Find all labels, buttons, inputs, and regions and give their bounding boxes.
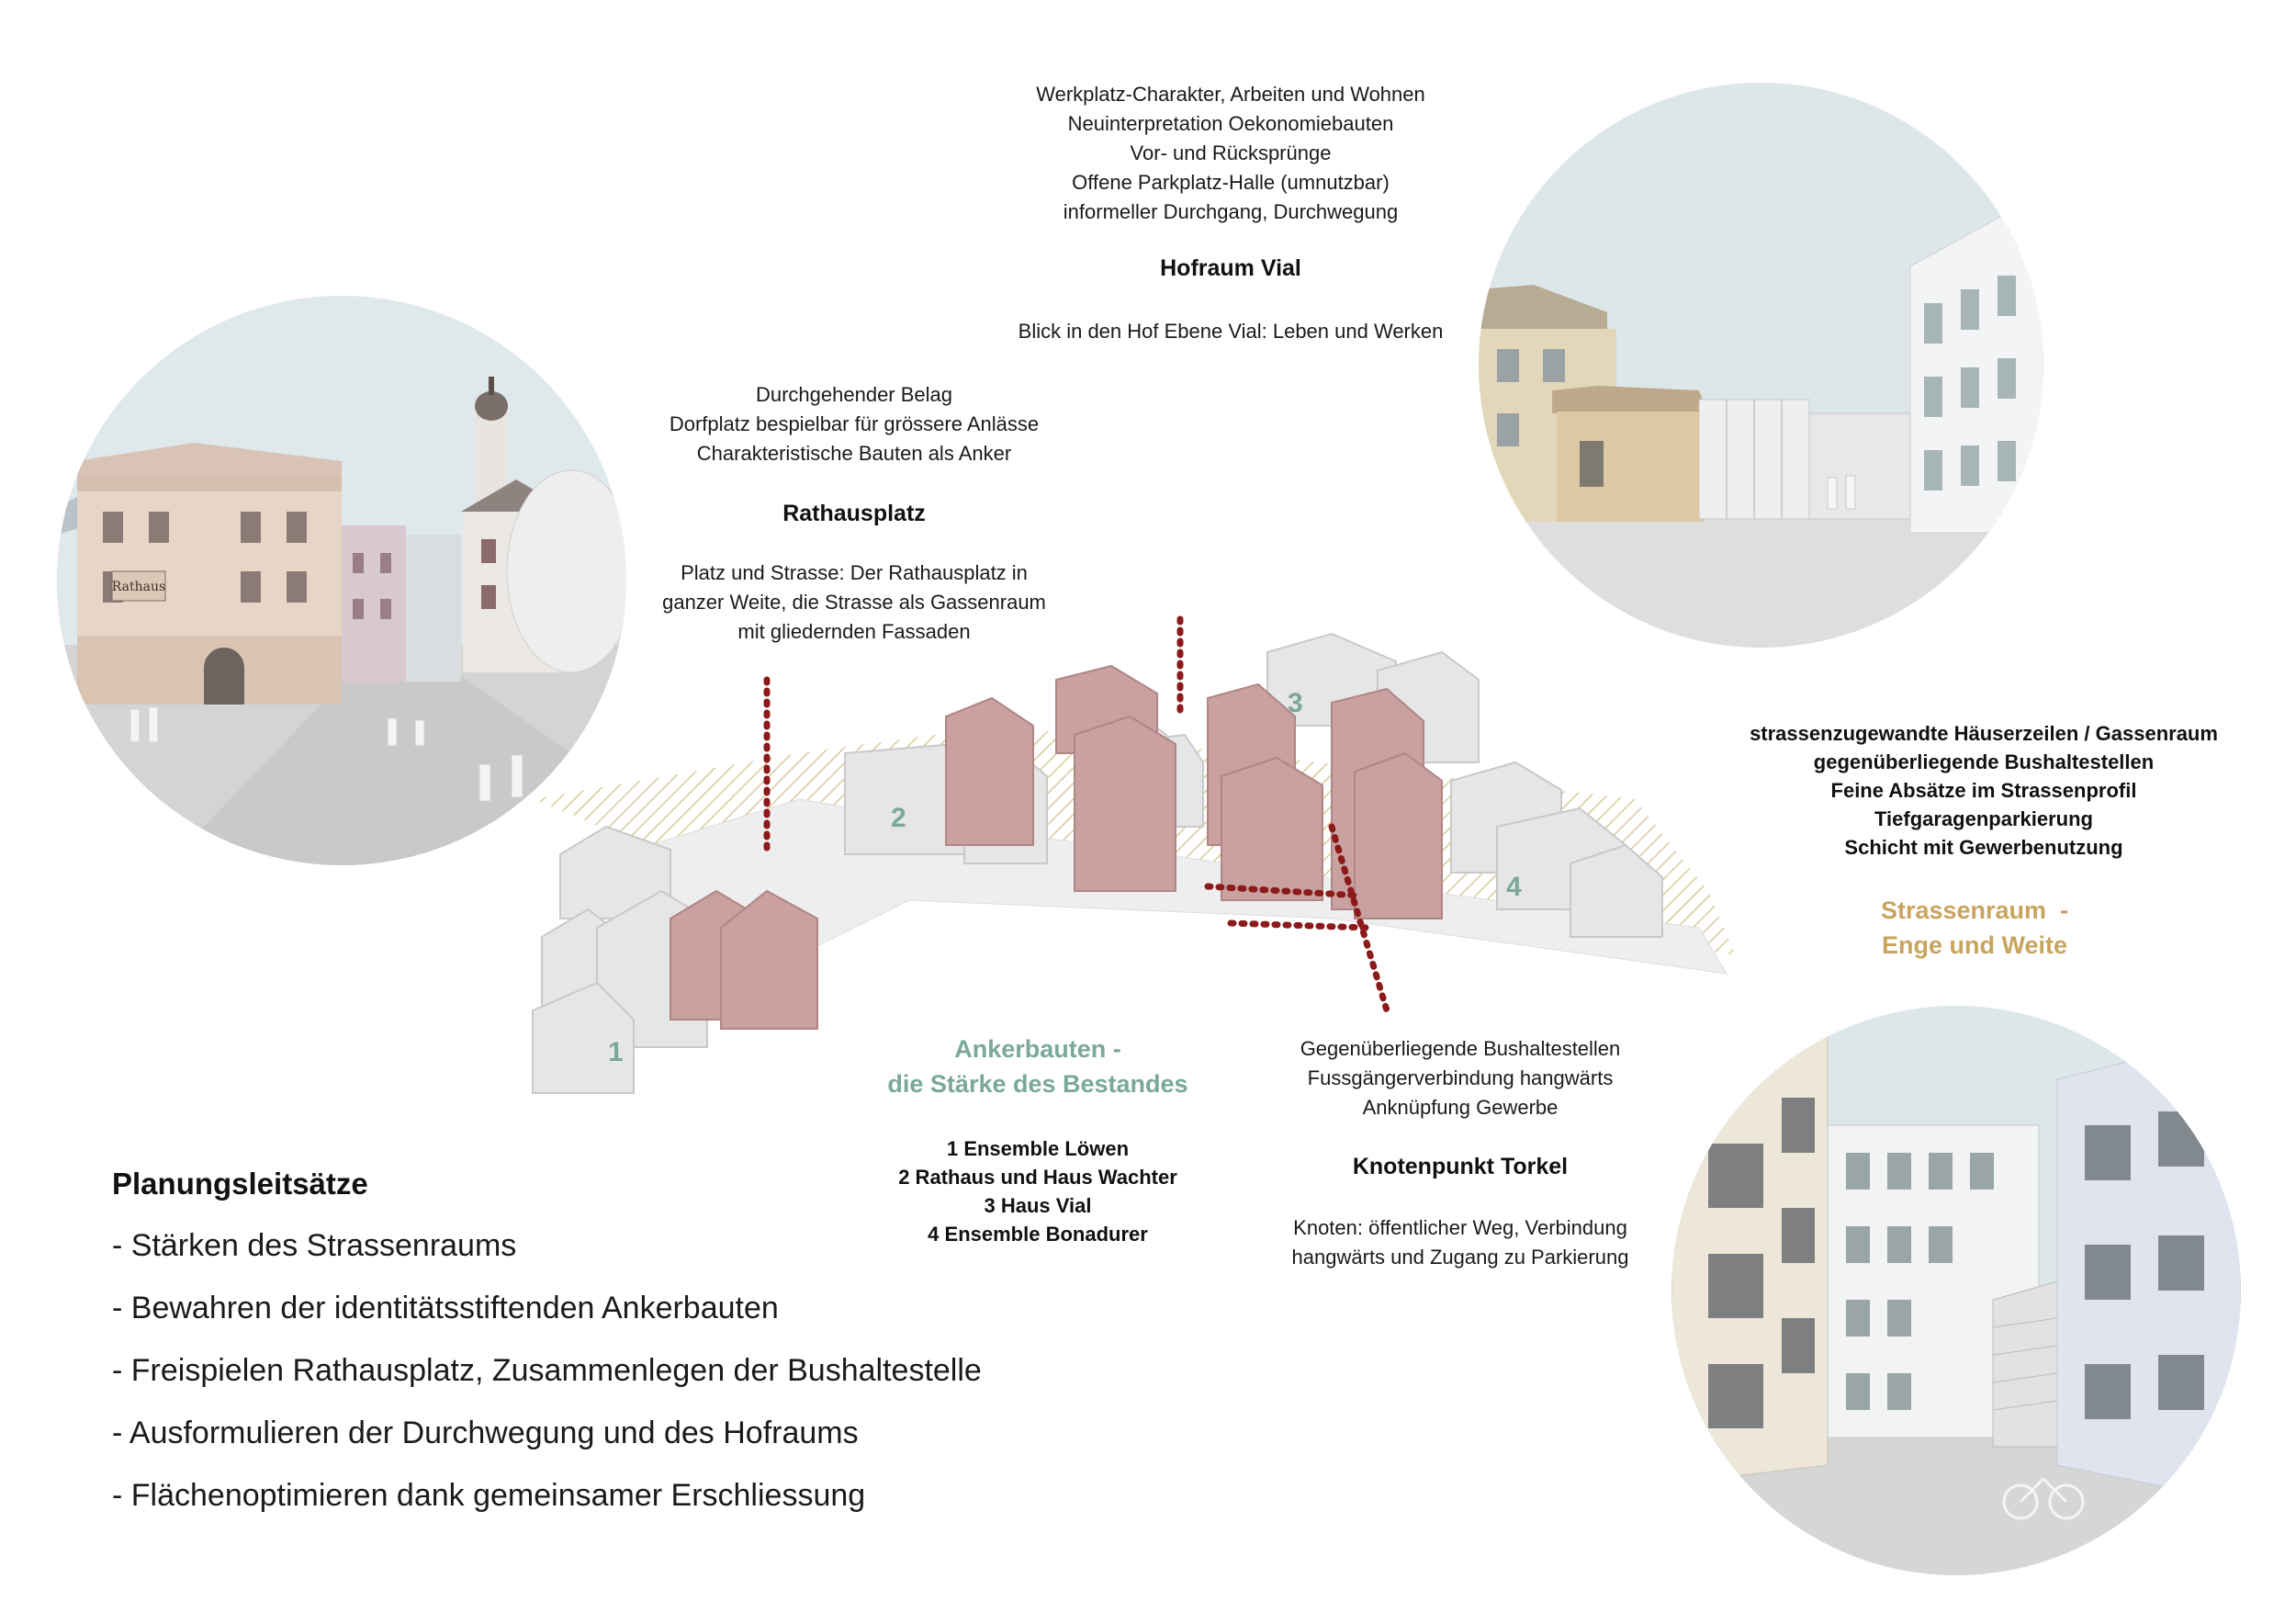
hofraum-description: Werkplatz-Charakter, Arbeiten und Wohnen…: [918, 80, 1543, 227]
text-line: Ankerbauten -: [954, 1035, 1121, 1063]
text-line: Neuinterpretation Oekonomiebauten: [1067, 112, 1394, 135]
list-item: 1 Ensemble Löwen: [946, 1137, 1130, 1160]
text-line: Strassenraum -: [1880, 897, 2069, 924]
principles-title: Planungsleitsätze: [112, 1167, 368, 1201]
text-line: ganzer Weite, die Strasse als Gassenraum: [662, 591, 1046, 614]
text-line: Gegenüberliegende Bushaltestellen: [1300, 1037, 1621, 1060]
model-number-3: 3: [1288, 688, 1303, 718]
ankerbauten-list: 1 Ensemble Löwen 2 Rathaus und Haus Wach…: [817, 1134, 1258, 1248]
text-line: Tiefgaragenparkierung: [1874, 807, 2093, 830]
strassenraum-view-circle: [1671, 1006, 2241, 1575]
principles-section: Planungsleitsätze - Stärken des Strassen…: [112, 1167, 1122, 1514]
text-line: Schicht mit Gewerbenutzung: [1844, 836, 2123, 859]
knotenpunkt-title: Knotenpunkt Torkel: [1352, 1154, 1569, 1179]
strassenraum-title: Strassenraum - Enge und Weite: [1717, 893, 2232, 963]
rathausplatz-description: Durchgehender Belag Dorfplatz bespielbar…: [597, 380, 1111, 468]
model-number-1: 1: [608, 1037, 624, 1067]
principle-item: - Bewahren der identitätsstiftenden Anke…: [112, 1291, 779, 1325]
hofraum-view-circle: [1479, 83, 2043, 648]
text-line: Offene Parkplatz-Halle (umnutzbar): [1072, 171, 1390, 194]
hofraum-title: Hofraum Vial: [1160, 255, 1301, 281]
text-line: informeller Durchgang, Durchwegung: [1063, 200, 1399, 223]
list-item: 2 Rathaus und Haus Wachter: [898, 1166, 1177, 1189]
principle-item: - Ausformulieren der Durchwegung und des…: [112, 1415, 859, 1450]
text-line: die Stärke des Bestandes: [887, 1070, 1188, 1098]
text-line: hangwärts und Zugang zu Parkierung: [1291, 1246, 1629, 1269]
ankerbauten-title: Ankerbauten - die Stärke des Bestandes: [817, 1032, 1258, 1101]
strassenraum-illustration: [1671, 1006, 2241, 1575]
anchor-buildings: [670, 664, 1443, 1030]
text-line: Feine Absätze im Strassenprofil: [1830, 779, 2137, 802]
list-item: 4 Ensemble Bonadurer: [928, 1223, 1148, 1246]
rathaus-sign-text: Rathaus: [112, 580, 165, 594]
list-item: 3 Haus Vial: [984, 1194, 1092, 1217]
text-line: Vor- und Rücksprünge: [1130, 141, 1332, 164]
knotenpunkt-caption: Knoten: öffentlicher Weg, Verbindung han…: [1212, 1213, 1708, 1272]
text-line: gegenüberliegende Bushaltestellen: [1813, 750, 2155, 773]
strassenraum-description: strassenzugewandte Häuserzeilen / Gassen…: [1671, 719, 2296, 862]
text-line: Fussgängerverbindung hangwärts: [1307, 1066, 1614, 1089]
knotenpunkt-description: Gegenüberliegende Bushaltestellen Fussgä…: [1212, 1034, 1708, 1122]
hofraum-caption: Blick in den Hof Ebene Vial: Leben und W…: [1018, 320, 1444, 343]
text-line: Enge und Weite: [1881, 931, 2067, 959]
text-line: Platz und Strasse: Der Rathausplatz in: [681, 561, 1028, 584]
text-line: mit gliedernden Fassaden: [737, 620, 971, 643]
principle-item: - Freispielen Rathausplatz, Zusammenlege…: [112, 1353, 982, 1388]
text-line: Charakteristische Bauten als Anker: [696, 442, 1012, 465]
massing-model: 1 2 3 4: [532, 615, 1736, 1094]
principle-item: - Stärken des Strassenraums: [112, 1228, 517, 1263]
model-number-2: 2: [891, 803, 906, 833]
rathausplatz-caption: Platz und Strasse: Der Rathausplatz in g…: [597, 558, 1111, 647]
hofraum-illustration: [1479, 83, 2043, 648]
text-line: Knoten: öffentlicher Weg, Verbindung: [1293, 1216, 1627, 1239]
model-number-4: 4: [1506, 872, 1522, 902]
text-line: Werkplatz-Charakter, Arbeiten und Wohnen: [1036, 83, 1425, 106]
text-line: strassenzugewandte Häuserzeilen / Gassen…: [1750, 722, 2218, 745]
rathausplatz-title: Rathausplatz: [782, 501, 926, 526]
rathausplatz-view-circle: Rathaus: [57, 296, 626, 865]
text-line: Dorfplatz bespielbar für grössere Anläss…: [669, 412, 1040, 435]
text-line: Durchgehender Belag: [755, 383, 953, 406]
text-line: Anknüpfung Gewerbe: [1362, 1096, 1559, 1119]
annotation-dots: [763, 615, 1390, 1014]
principle-item: - Flächenoptimieren dank gemeinsamer Ers…: [112, 1478, 866, 1513]
